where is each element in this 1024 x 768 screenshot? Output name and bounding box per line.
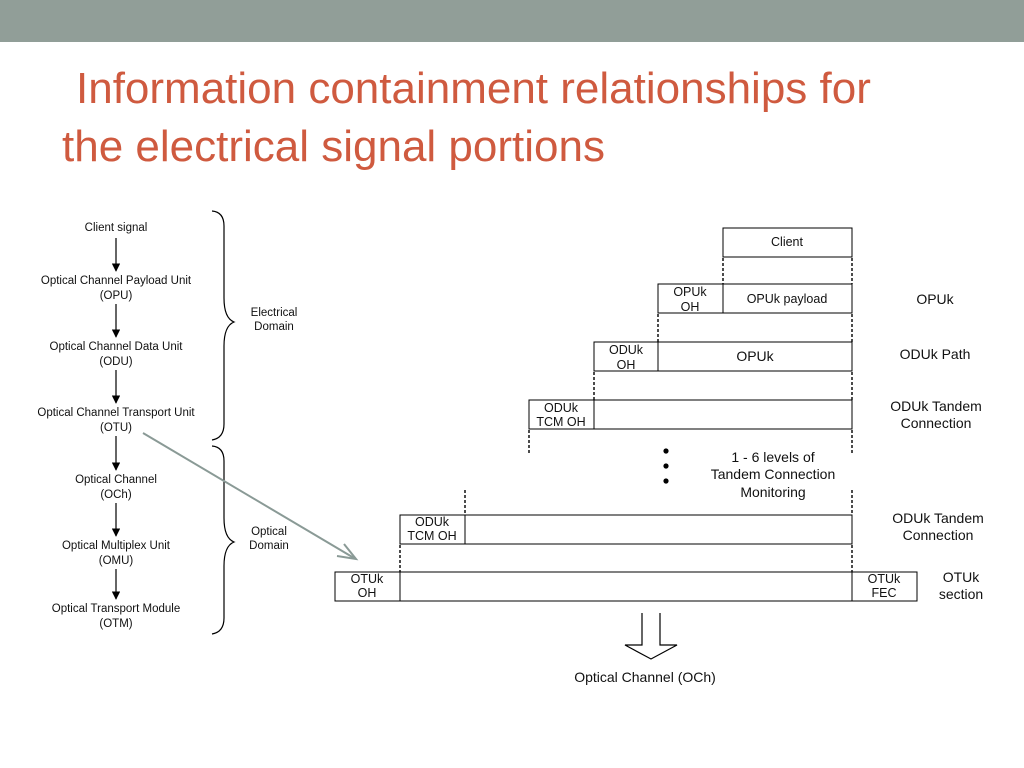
client-box [722,227,853,258]
hierarchy-item-odu: Optical Channel Data Unit [50,341,184,353]
top-accent-bar [0,0,1024,42]
otuk-oh-label-2: OH [358,586,377,600]
otuk-fec-box [851,571,918,602]
otu-connector-line [142,432,355,559]
hierarchy-item-otm: Optical Transport Module [52,603,180,615]
dot [663,478,669,484]
hierarchy-item-opu-abbr: (OPU) [100,290,133,302]
electrical-domain-label: Electrical [251,307,298,319]
mapping-dashes [399,258,853,572]
tcm1-body-box [593,399,853,430]
hierarchy-item-otu-abbr: (OTU) [100,422,132,434]
hierarchy-item-och-abbr: (OCh) [100,489,131,501]
layer-label-opuk: OPUk [916,291,954,307]
hierarchy-column: Client signal Optical Channel Payload Un… [37,222,195,630]
layer-label-oduk-path: ODUk Path [900,346,971,362]
tcm-levels-line-1: 1 - 6 levels of [731,449,814,465]
tcm-levels-line-3: Monitoring [740,484,805,500]
otuk-fec-label: OTUk [868,572,901,586]
layer-label-tandem-1b: Connection [901,415,972,431]
tcm2-body-box [464,514,853,545]
hierarchy-item-otu: Optical Channel Transport Unit [37,407,195,419]
electrical-domain-brace [211,210,236,441]
oduk-oh-label: ODUk [609,343,644,357]
opuk-oh-label: OPUk [673,285,707,299]
title-line-1: Information containment relationships fo… [76,64,871,113]
hierarchy-item-omu-abbr: (OMU) [99,555,134,567]
optical-domain-label-2: Domain [249,540,289,552]
dot [663,463,669,469]
layer-label-tandem-1: ODUk Tandem [890,398,982,414]
layer-label-tandem-2b: Connection [903,527,974,543]
electrical-domain-label-2: Domain [254,321,294,333]
hierarchy-item-client: Client signal [85,222,148,234]
ellipsis-dots [663,448,669,484]
hierarchy-item-otm-abbr: (OTM) [99,618,132,630]
output-label: Optical Channel (OCh) [574,669,716,685]
opuk-payload-label: OPUk payload [747,292,828,306]
title-line-2: the electrical signal portions [62,122,605,171]
opuk-oh-label-2: OH [681,300,700,314]
tcm-levels-line-2: Tandem Connection [711,466,836,482]
hierarchy-item-och: Optical Channel [75,474,157,486]
otuk-oh-label: OTUk [351,572,384,586]
layer-label-otuk: OTUk [943,569,981,585]
optical-domain-label: Optical [251,526,287,538]
hierarchy-item-omu: Optical Multiplex Unit [62,540,171,552]
hierarchy-item-odu-abbr: (ODU) [99,356,132,368]
layer-label-otuk-section: section [939,586,983,602]
tcm1-label-2: TCM OH [536,415,585,429]
slide-title: Information containment relationships fo… [62,60,1002,176]
tcm1-label: ODUk [544,401,579,415]
frame-structure [334,227,918,602]
output-arrow [624,613,678,660]
opuk-box [657,341,853,372]
oduk-oh-label-2: OH [617,358,636,372]
dot [663,448,669,454]
otuk-fec-label-2: FEC [872,586,897,600]
opuk-label: OPUk [736,348,774,364]
hierarchy-item-opu: Optical Channel Payload Unit [41,275,192,287]
tcm2-label: ODUk [415,515,450,529]
tcm2-label-2: TCM OH [407,529,456,543]
opuk-payload-box [722,283,853,314]
layer-label-tandem-2: ODUk Tandem [892,510,984,526]
otuk-body-box [399,571,853,602]
otu-connector-arrowhead [336,543,359,561]
optical-domain-brace [211,445,236,635]
client-label: Client [771,235,803,249]
